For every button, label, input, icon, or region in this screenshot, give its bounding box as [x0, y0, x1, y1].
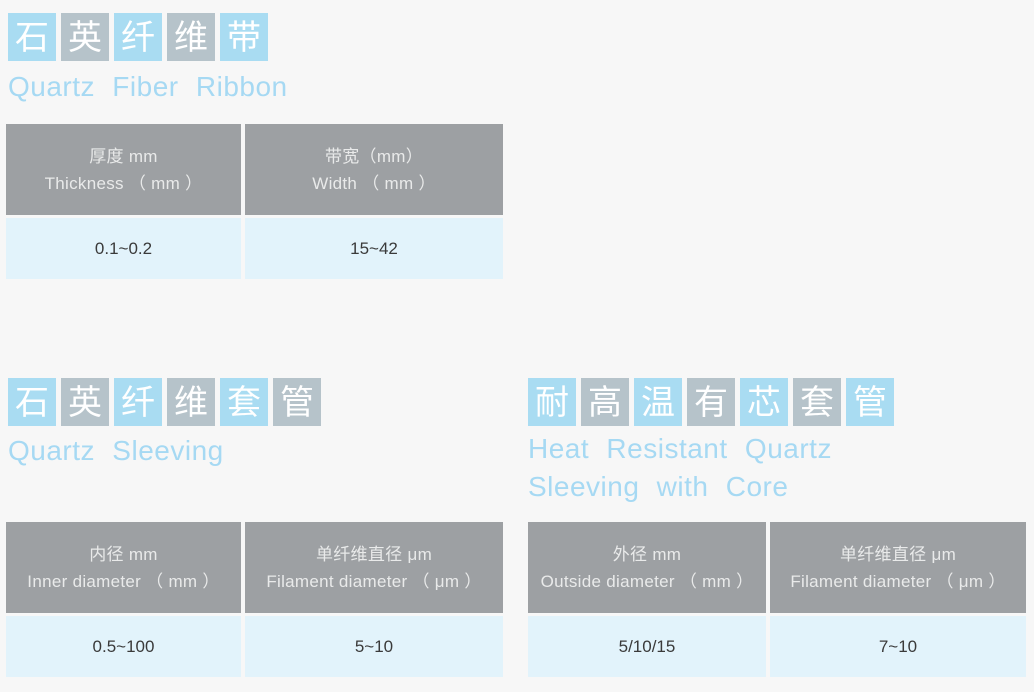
title-tile-char: 套: [793, 378, 841, 426]
column-header-filament-diameter: 单纤维直径 μm Filament diameter （ μm ）: [770, 522, 1026, 613]
value-cell-filament-diameter: 7~10: [770, 616, 1026, 677]
chinese-title-tiles-sleeving: 石 英 纤 维 套 管: [8, 378, 321, 426]
title-tile-char: 管: [846, 378, 894, 426]
value-cell-inner-diameter: 0.5~100: [6, 616, 241, 677]
header-text-cn: 外径 mm: [612, 544, 682, 564]
column-header-width: 带宽（mm） Width （ mm ）: [245, 124, 503, 215]
column-header-thickness: 厚度 mm Thickness （ mm ）: [6, 124, 241, 215]
spec-table-ribbon: 厚度 mm Thickness （ mm ） 带宽（mm） Width （ mm…: [6, 124, 503, 279]
header-text-en: Inner diameter （ mm ）: [27, 571, 220, 591]
chinese-title-tiles-core-sleeving: 耐 高 温 有 芯 套 管: [528, 378, 894, 426]
header-text-cn: 单纤维直径 μm: [839, 544, 957, 564]
header-text-en: Thickness （ mm ）: [44, 173, 203, 193]
header-text-cn: 内径 mm: [89, 544, 158, 564]
value-cell-thickness: 0.1~0.2: [6, 218, 241, 279]
english-title-line: Sleeving with Core: [528, 471, 789, 502]
english-title-core-sleeving: Heat Resistant Quartz Sleeving with Core: [528, 430, 832, 506]
spec-table-core-sleeving: 外径 mm Outside diameter （ mm ） 单纤维直径 μm F…: [528, 522, 1026, 677]
column-header-inner-diameter: 内径 mm Inner diameter （ mm ）: [6, 522, 241, 613]
title-tile-char: 英: [61, 378, 109, 426]
title-tile-char: 带: [220, 13, 268, 61]
english-title-sleeving: Quartz Sleeving: [8, 432, 224, 470]
header-text-cn: 带宽（mm）: [324, 146, 424, 166]
english-title-line: Quartz Sleeving: [8, 435, 224, 466]
header-text-en: Outside diameter （ mm ）: [540, 571, 754, 591]
column-header-outside-diameter: 外径 mm Outside diameter （ mm ）: [528, 522, 766, 613]
title-tile-char: 芯: [740, 378, 788, 426]
header-text-en: Width （ mm ）: [312, 173, 436, 193]
spec-table-sleeving: 内径 mm Inner diameter （ mm ） 单纤维直径 μm Fil…: [6, 522, 503, 677]
title-tile-char: 石: [8, 378, 56, 426]
title-tile-char: 纤: [114, 378, 162, 426]
title-tile-char: 纤: [114, 13, 162, 61]
title-tile-char: 温: [634, 378, 682, 426]
header-text-cn: 单纤维直径 μm: [315, 544, 433, 564]
title-tile-char: 管: [273, 378, 321, 426]
value-cell-width: 15~42: [245, 218, 503, 279]
chinese-title-tiles-ribbon: 石 英 纤 维 带: [8, 13, 268, 61]
title-tile-char: 耐: [528, 378, 576, 426]
header-text-en: Filament diameter （ μm ）: [266, 571, 482, 591]
title-tile-char: 高: [581, 378, 629, 426]
title-tile-char: 英: [61, 13, 109, 61]
value-cell-filament-diameter: 5~10: [245, 616, 503, 677]
english-title-line: Quartz Fiber Ribbon: [8, 71, 288, 102]
english-title-line: Heat Resistant Quartz: [528, 433, 832, 464]
title-tile-char: 套: [220, 378, 268, 426]
title-tile-char: 维: [167, 13, 215, 61]
header-text-en: Filament diameter （ μm ）: [790, 571, 1006, 591]
title-tile-char: 有: [687, 378, 735, 426]
title-tile-char: 石: [8, 13, 56, 61]
title-tile-char: 维: [167, 378, 215, 426]
header-text-cn: 厚度 mm: [89, 146, 158, 166]
column-header-filament-diameter: 单纤维直径 μm Filament diameter （ μm ）: [245, 522, 503, 613]
value-cell-outside-diameter: 5/10/15: [528, 616, 766, 677]
english-title-ribbon: Quartz Fiber Ribbon: [8, 68, 288, 106]
